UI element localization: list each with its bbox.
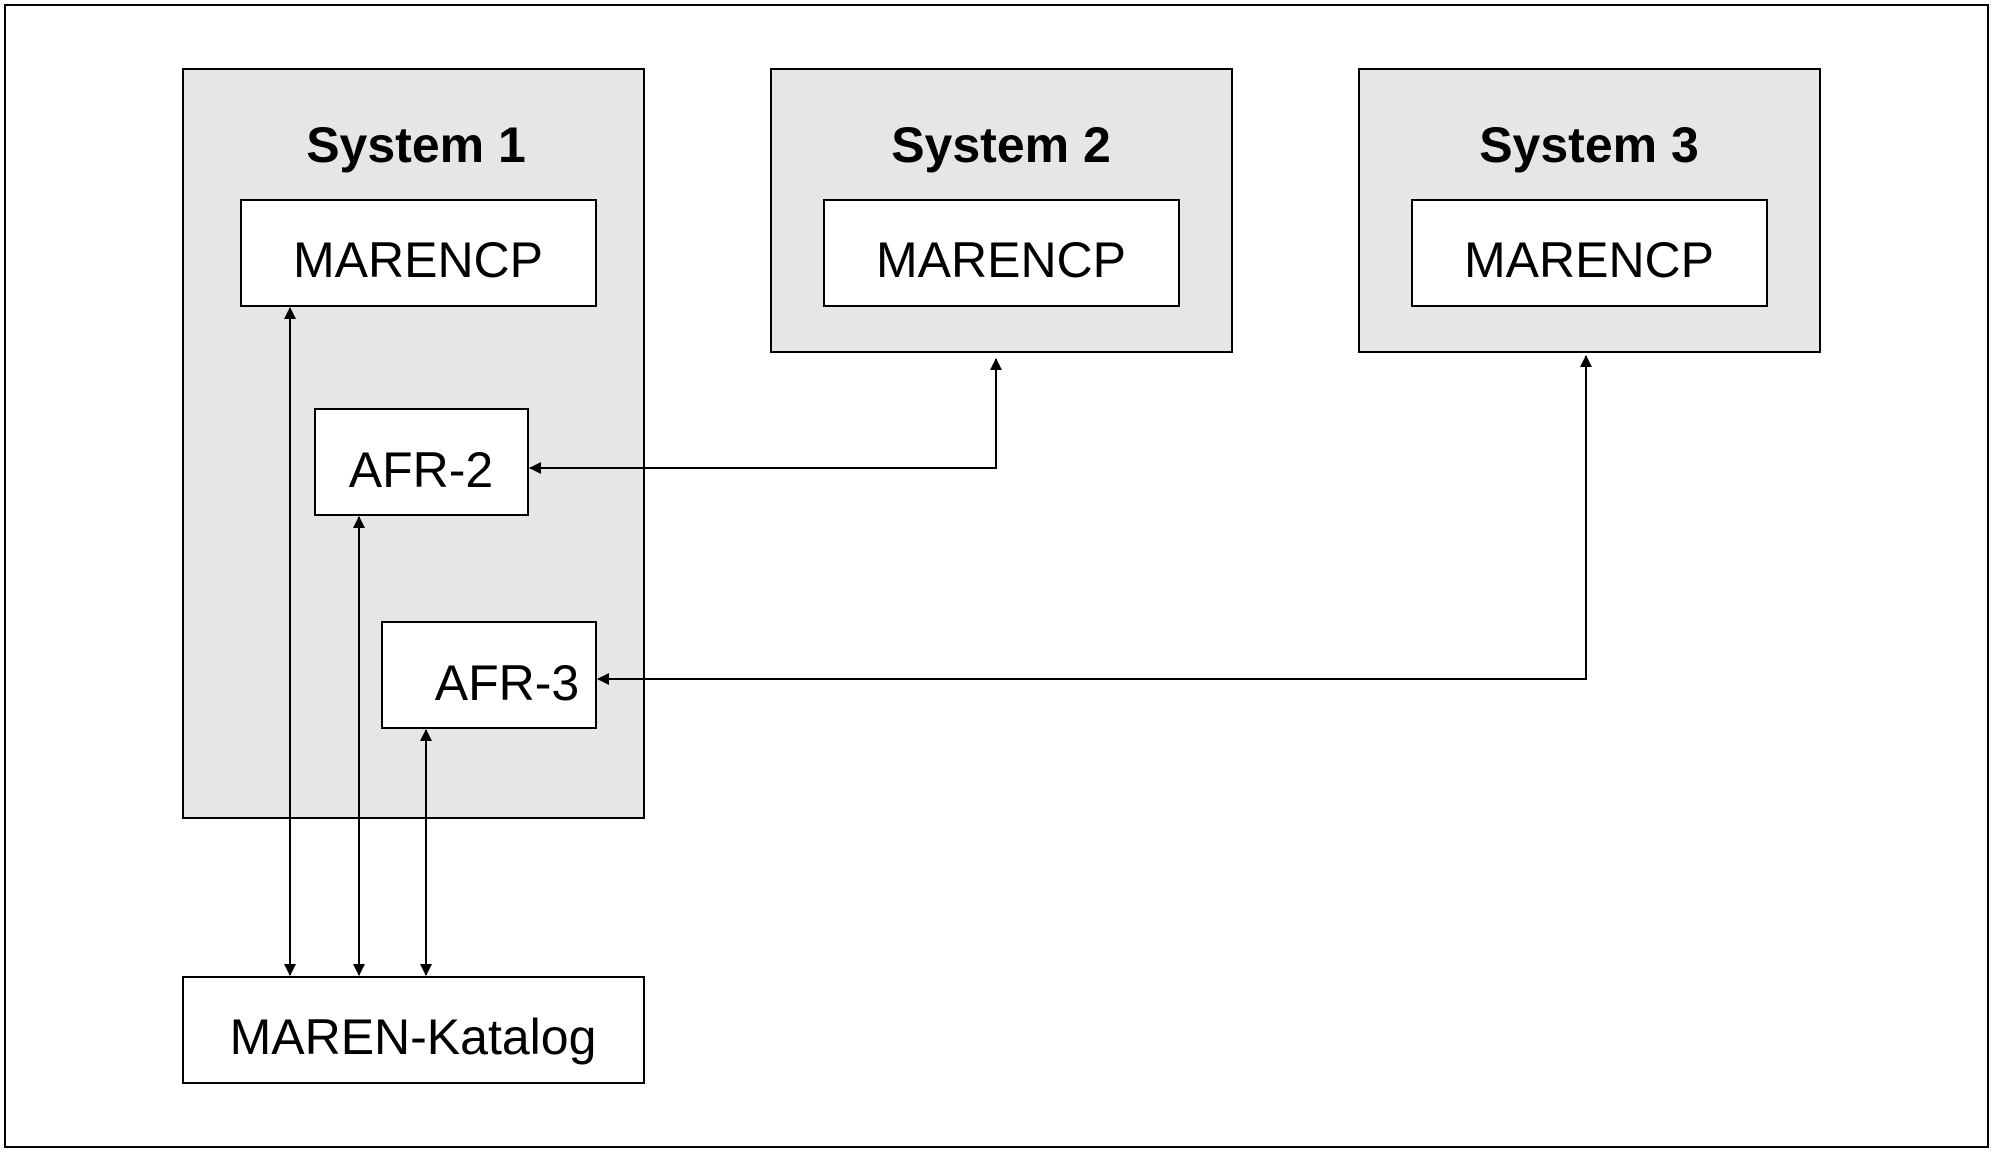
- afr-3-label: AFR-3: [435, 655, 579, 711]
- afr-2-box: [314, 408, 529, 516]
- maren-katalog-label: MAREN-Katalog: [230, 1009, 597, 1065]
- system-1-marencp-label: MARENCP: [293, 232, 543, 288]
- system-2-group: System 2 MARENCP: [770, 68, 1233, 353]
- system-3-marencp-label: MARENCP: [1464, 232, 1714, 288]
- afr-3-box: [381, 621, 597, 729]
- afr-2-label: AFR-2: [349, 442, 493, 498]
- diagram-frame: [4, 4, 1989, 1148]
- system-2-title: System 2: [891, 117, 1111, 173]
- system-3-title: System 3: [1479, 117, 1699, 173]
- maren-katalog-box: [182, 976, 645, 1084]
- system-3-marencp-box: [1411, 199, 1768, 307]
- system-3-group: System 3 MARENCP: [1358, 68, 1821, 353]
- system-1-marencp-box: [240, 199, 597, 307]
- system-2-marencp-label: MARENCP: [876, 232, 1126, 288]
- system-2-marencp-box: [823, 199, 1180, 307]
- system-1-title: System 1: [306, 117, 526, 173]
- arrow-afr3-system3: [597, 355, 1592, 685]
- system-1-group: System 1 MARENCP AFR-2 AFR-3: [182, 68, 645, 819]
